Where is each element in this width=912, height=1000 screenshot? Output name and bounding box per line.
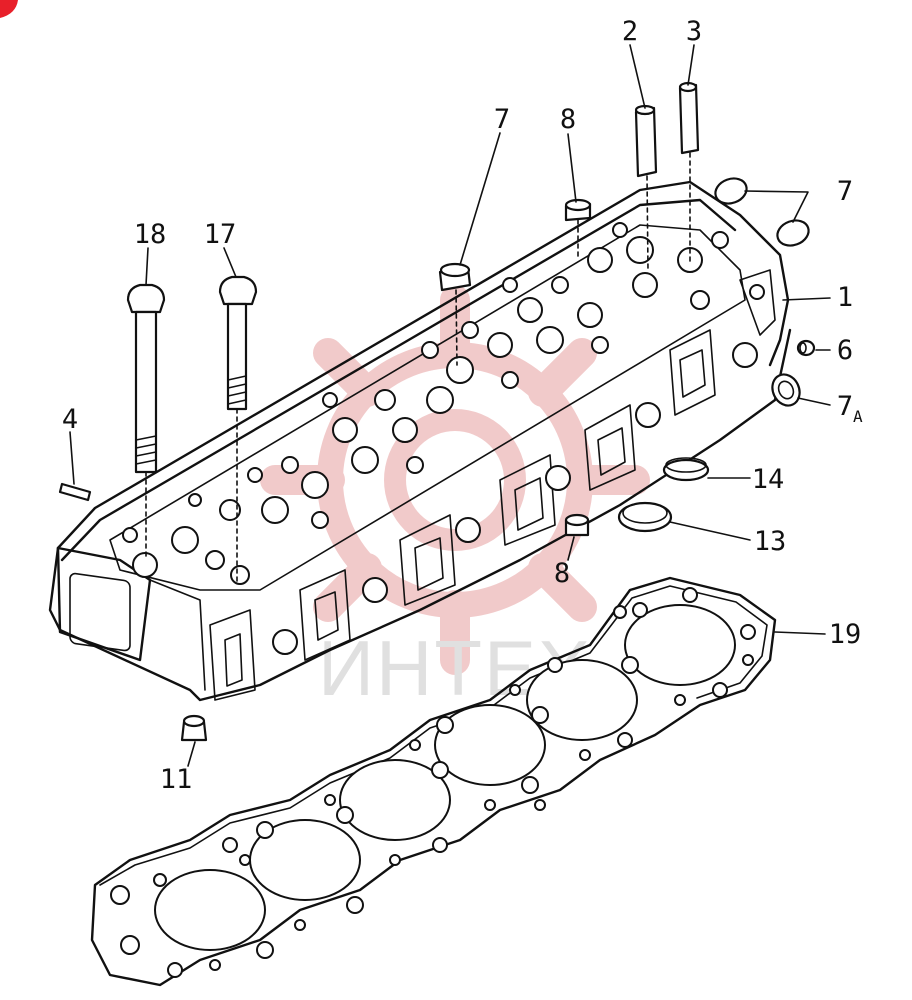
- callout-7a: 7: [837, 391, 853, 422]
- callout-8-top: 8: [560, 104, 576, 135]
- callout-labels: 1 2 3 4 6 7 7 7 A 8 8 11 13 14 17 18 19: [62, 16, 863, 795]
- pin-4: [58, 482, 92, 502]
- callout-4: 4: [62, 404, 78, 435]
- callout-14: 14: [752, 464, 785, 495]
- ring-7a: [771, 373, 801, 407]
- callout-3: 3: [686, 16, 702, 47]
- plug-6: [796, 339, 816, 357]
- corner-mark: [0, 0, 18, 18]
- ring-14: [662, 457, 710, 482]
- bolt-18: [126, 283, 166, 561]
- callout-6: 6: [837, 335, 853, 366]
- sleeve-3: [678, 81, 700, 266]
- cap-8-top: [564, 198, 592, 261]
- callout-8-lower: 8: [554, 558, 570, 589]
- cylinder-head: [48, 180, 792, 702]
- callout-17: 17: [204, 219, 237, 250]
- sleeve-2: [634, 104, 658, 271]
- plugs-7-right: [714, 177, 810, 247]
- callout-11: 11: [160, 764, 193, 795]
- callout-19: 19: [829, 619, 862, 650]
- cap-8-lower: [564, 513, 590, 537]
- callout-7-right: 7: [837, 176, 853, 207]
- callout-2: 2: [622, 16, 638, 47]
- callout-18: 18: [134, 219, 167, 250]
- leader-lines: [69, 44, 831, 767]
- callout-7-top-center: 7: [494, 104, 510, 135]
- head-gasket: [90, 576, 777, 987]
- callout-13: 13: [754, 526, 787, 557]
- callout-1: 1: [837, 282, 853, 313]
- cap-7-center: [438, 262, 472, 366]
- cap-11: [180, 714, 208, 742]
- callout-7a-suffix: A: [853, 407, 863, 426]
- ring-13: [617, 501, 673, 533]
- bolt-17: [218, 275, 258, 586]
